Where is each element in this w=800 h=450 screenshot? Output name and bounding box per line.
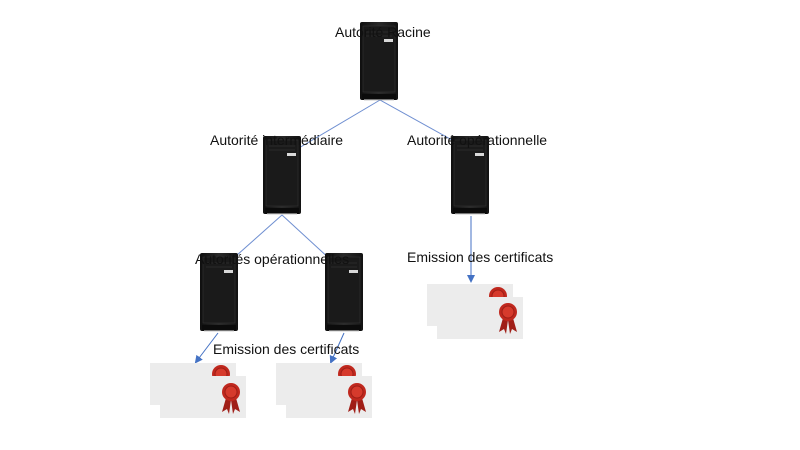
issuance-arrows	[194, 216, 475, 364]
certificate-stack-right	[427, 284, 523, 339]
connector-lines	[217, 99, 471, 273]
arrow-left-issuance-2	[329, 332, 345, 364]
label-certificate-issuance-left: Emission des certificats	[213, 341, 360, 357]
label-root-authority: Autorité Racine	[335, 24, 431, 40]
arrow-left-issuance-1	[194, 332, 219, 364]
label-intermediate-authority: Autorité intermédiaire	[210, 132, 344, 148]
label-operational-authority: Autorité opérationnelle	[407, 132, 548, 148]
label-certificate-issuance-right: Emission des certificats	[407, 249, 554, 265]
certificate-stack-left-2	[276, 363, 372, 418]
label-operational-authorities: Autorités opérationnelles	[195, 251, 350, 267]
certificate-stack-left-1	[150, 363, 246, 418]
